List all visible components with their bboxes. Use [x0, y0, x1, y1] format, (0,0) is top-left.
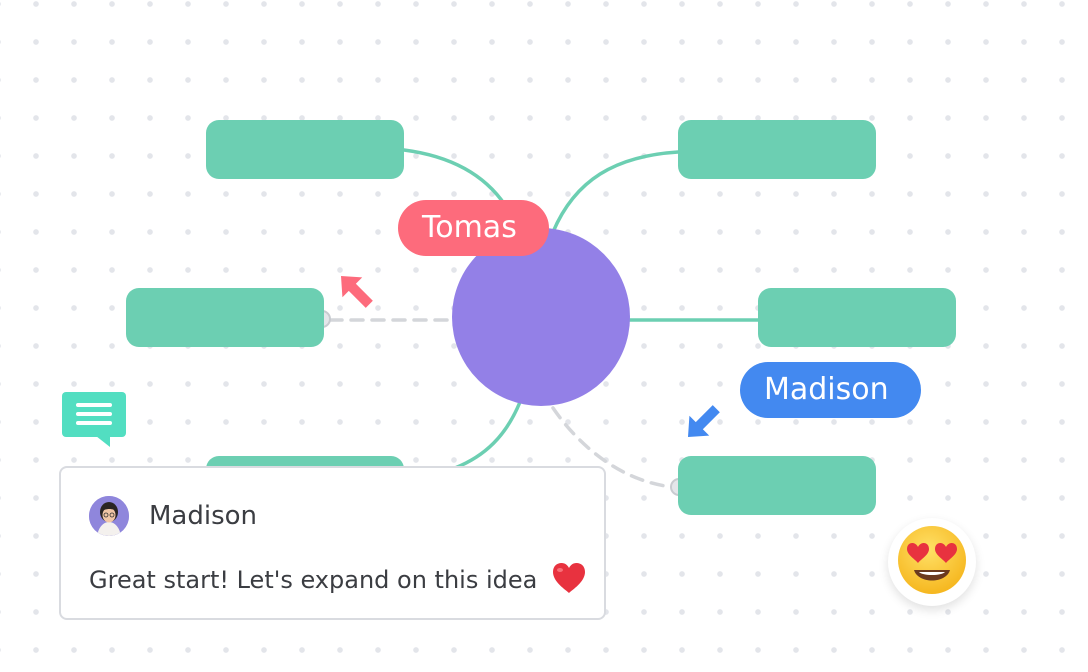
- heart-icon: [552, 563, 585, 593]
- dashed-connector-bottom-right: [551, 406, 674, 489]
- avatar: [89, 496, 129, 536]
- heart-eyes-emoji-icon: [898, 526, 966, 594]
- comment-author: Madison: [149, 501, 258, 531]
- topic-node-left[interactable]: [126, 288, 324, 347]
- connector-top-left: [402, 148, 507, 207]
- connector-bottom-left: [453, 400, 522, 470]
- topic-node-right[interactable]: [758, 288, 956, 347]
- cursor-label-madison: Madison: [740, 362, 921, 418]
- topic-node-bottom-right[interactable]: [678, 456, 876, 515]
- topic-node-top-right[interactable]: [678, 120, 876, 179]
- comment-text-row: Great start! Let's expand on this idea: [89, 562, 587, 594]
- comment-text: Great start! Let's expand on this idea: [89, 566, 538, 594]
- cursor-label-tomas: Tomas: [398, 200, 549, 256]
- tomas-cursor-arrow-icon: [341, 276, 373, 308]
- comment-bubble-icon[interactable]: [62, 392, 126, 447]
- madison-cursor-arrow-icon: [688, 405, 720, 437]
- topic-node-top-left[interactable]: [206, 120, 404, 179]
- emoji-reaction[interactable]: [888, 518, 976, 606]
- central-node[interactable]: [452, 228, 630, 406]
- connector-top-right: [551, 150, 680, 234]
- comment-card[interactable]: Madison Great start! Let's expand on thi…: [59, 466, 606, 620]
